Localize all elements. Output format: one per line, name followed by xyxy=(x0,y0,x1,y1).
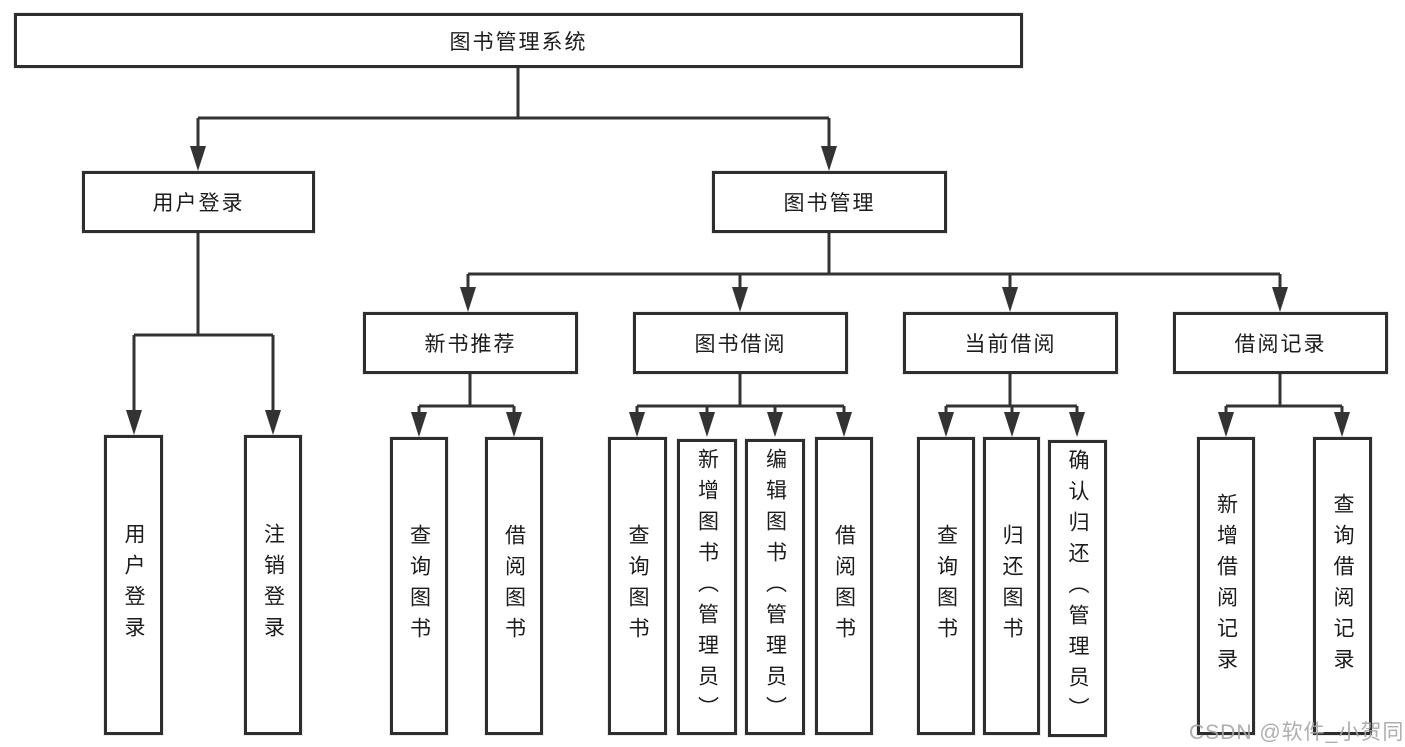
leaf-recommend-query-books: 查询图书 xyxy=(390,437,448,735)
node-label: 确认归还（管理员） xyxy=(1066,449,1089,728)
leaf-current-query-books: 查询图书 xyxy=(917,437,975,735)
node-label: 借阅记录 xyxy=(1234,333,1327,356)
node-label: 注销登录 xyxy=(261,523,285,647)
leaf-logout: 注销登录 xyxy=(244,435,302,735)
node-label: 归还图书 xyxy=(1000,524,1023,648)
node-label: 新增借阅记录 xyxy=(1214,493,1238,679)
node-new-book-recommendation: 新书推荐 xyxy=(363,312,578,374)
leaf-query-borrow-record: 查询借阅记录 xyxy=(1313,437,1372,735)
node-label: 新书推荐 xyxy=(424,333,517,356)
leaf-borrow-query-books: 查询图书 xyxy=(608,437,667,735)
node-book-borrowing: 图书借阅 xyxy=(633,312,848,374)
leaf-user-login: 用户登录 xyxy=(104,435,163,735)
node-label: 新增图书（管理员） xyxy=(695,447,719,727)
node-label: 图书管理系统 xyxy=(449,30,588,54)
node-label: 图书管理 xyxy=(783,192,876,215)
node-label: 查询图书 xyxy=(934,524,958,648)
node-borrowing-records: 借阅记录 xyxy=(1173,312,1388,374)
node-label: 查询图书 xyxy=(407,524,431,648)
node-library-management-system: 图书管理系统 xyxy=(14,13,1023,68)
leaf-edit-books-admin: 编辑图书（管理员） xyxy=(745,439,805,735)
node-label: 查询图书 xyxy=(626,524,649,648)
node-label: 用户登录 xyxy=(152,192,245,215)
node-label: 编辑图书（管理员） xyxy=(763,447,787,727)
leaf-add-books-admin: 新增图书（管理员） xyxy=(677,439,737,735)
node-label: 查询借阅记录 xyxy=(1331,493,1354,679)
node-label: 用户登录 xyxy=(122,523,145,647)
node-label: 借阅图书 xyxy=(502,524,526,648)
node-book-management: 图书管理 xyxy=(712,171,947,233)
node-label: 当前借阅 xyxy=(964,333,1057,356)
csdn-watermark: CSDN @软件_小贺同学 xyxy=(1189,721,1405,744)
leaf-recommend-borrow-books: 借阅图书 xyxy=(485,437,543,735)
leaf-add-borrow-record: 新增借阅记录 xyxy=(1197,437,1255,735)
leaf-confirm-return-admin: 确认归还（管理员） xyxy=(1048,440,1107,737)
leaf-borrow-books: 借阅图书 xyxy=(815,437,873,735)
leaf-return-books: 归还图书 xyxy=(983,437,1040,735)
node-current-borrowing: 当前借阅 xyxy=(903,312,1118,374)
node-label: 图书借阅 xyxy=(694,333,787,356)
node-label: 借阅图书 xyxy=(832,524,856,648)
node-user-login: 用户登录 xyxy=(82,171,315,233)
